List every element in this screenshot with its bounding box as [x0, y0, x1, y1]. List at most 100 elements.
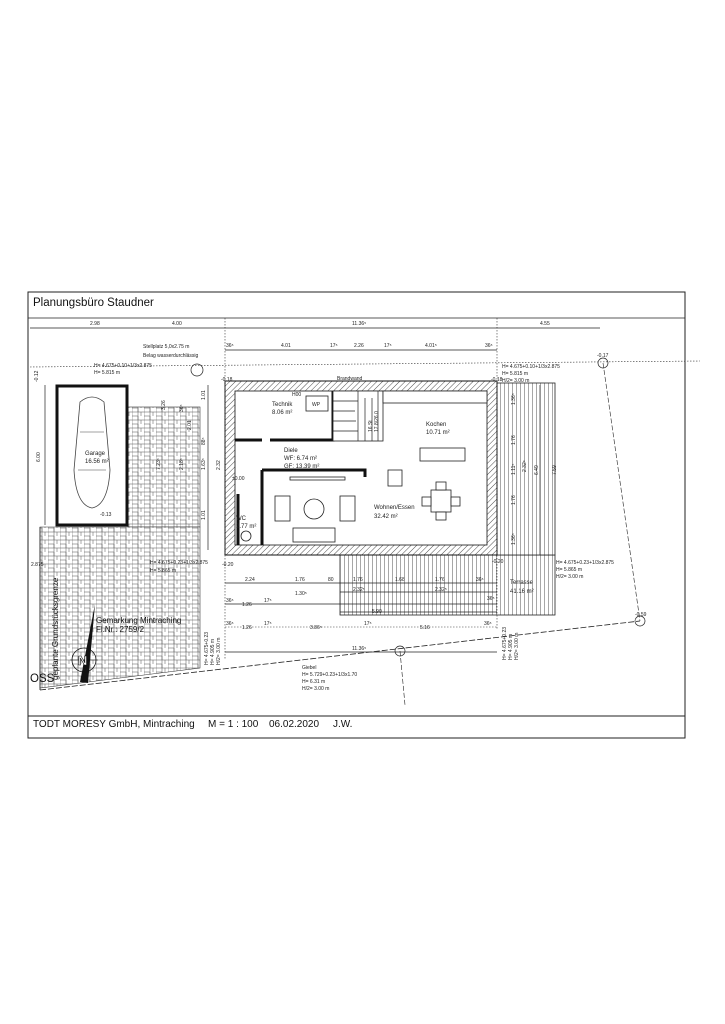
- svg-text:H/2= 3.00 m: H/2= 3.00 m: [556, 574, 583, 580]
- svg-text:H= 4.675+0.23+1/3x2.875: H= 4.675+0.23+1/3x2.875: [556, 560, 614, 566]
- svg-text:-0.20: -0.20: [222, 562, 234, 568]
- svg-text:6.00: 6.00: [36, 452, 42, 462]
- room-area: 41.16 m²: [510, 589, 534, 595]
- room-area: 10.71 m²: [426, 430, 450, 436]
- svg-text:1.76: 1.76: [295, 577, 305, 583]
- svg-text:5.90: 5.90: [372, 609, 382, 615]
- svg-text:17⁵: 17⁵: [364, 621, 372, 627]
- room-name: Terrasse: [510, 580, 534, 586]
- svg-text:TODT MORESY GmbH, Mintraching: TODT MORESY GmbH, Mintraching: [33, 719, 195, 730]
- svg-text:88⁵: 88⁵: [201, 437, 207, 445]
- survey-point-marker: [597, 357, 609, 369]
- svg-text:5.16: 5.16: [420, 625, 430, 631]
- svg-text:-0.13: -0.13: [100, 512, 112, 518]
- room-name: WC: [236, 516, 247, 522]
- svg-text:H/2= 3.00 m: H/2= 3.00 m: [514, 633, 520, 660]
- svg-text:1.76: 1.76: [353, 577, 363, 583]
- svg-text:1.63⁵: 1.63⁵: [201, 458, 207, 470]
- staircase: [332, 390, 384, 442]
- svg-text:-0.12: -0.12: [34, 370, 40, 382]
- svg-text:H/2= 3.00 m: H/2= 3.00 m: [216, 638, 222, 665]
- svg-text:OSS: OSS: [30, 673, 55, 685]
- svg-text:H= 4.675+0.23: H= 4.675+0.23: [204, 632, 210, 665]
- svg-text:36⁵: 36⁵: [226, 598, 234, 604]
- svg-text:1.76: 1.76: [435, 577, 445, 583]
- svg-text:17⁵: 17⁵: [330, 343, 338, 349]
- garage: [55, 384, 129, 527]
- svg-text:4.01⁵: 4.01⁵: [425, 343, 437, 349]
- svg-text:2.32⁵: 2.32⁵: [522, 460, 528, 472]
- svg-text:06.02.2020: 06.02.2020: [269, 719, 319, 730]
- sheet-title: Planungsbüro Staudner: [33, 297, 154, 309]
- svg-text:Brandwand: Brandwand: [337, 376, 363, 382]
- svg-text:4.00: 4.00: [172, 321, 182, 327]
- svg-text:3.26: 3.26: [161, 400, 167, 410]
- svg-text:-0.20: -0.20: [492, 559, 504, 565]
- room-area: 16.56 m²: [85, 459, 109, 465]
- svg-text:2.32⁵: 2.32⁵: [353, 587, 365, 593]
- svg-text:2.24: 2.24: [245, 577, 255, 583]
- svg-text:36⁵: 36⁵: [487, 596, 495, 602]
- svg-text:H= 4.905 m: H= 4.905 m: [210, 639, 216, 665]
- room-name: Technik: [272, 402, 293, 408]
- svg-text:H00: H00: [292, 392, 301, 398]
- svg-text:Stellplatz 5,0x2.75 m: Stellplatz 5,0x2.75 m: [143, 344, 189, 350]
- svg-text:36⁵: 36⁵: [179, 404, 185, 412]
- svg-text:±0.00: ±0.00: [232, 476, 245, 482]
- svg-text:2.98: 2.98: [90, 321, 100, 327]
- room-area: WF: 6.74 m²: [284, 456, 317, 462]
- room-labels: Technik 8.06 m² Kochen 10.71 m² Diele WF…: [85, 402, 534, 595]
- svg-text:80: 80: [328, 577, 334, 583]
- svg-text:2.875: 2.875: [31, 562, 44, 568]
- svg-text:Fl.Nr.: 2759/2: Fl.Nr.: 2759/2: [96, 625, 145, 634]
- property-lines: [29, 357, 701, 706]
- svg-text:H= 5.865 m: H= 5.865 m: [150, 568, 176, 574]
- svg-text:7.59: 7.59: [552, 465, 558, 475]
- svg-text:1.26: 1.26: [242, 602, 252, 608]
- svg-text:17⁵: 17⁵: [384, 343, 392, 349]
- dimension-lines: [30, 318, 600, 660]
- svg-text:17⁵: 17⁵: [264, 598, 272, 604]
- svg-text:4.55: 4.55: [540, 321, 550, 327]
- north-arrow-icon: N: [70, 604, 98, 683]
- svg-text:Belag wasserdurchlässig: Belag wasserdurchlässig: [143, 353, 199, 359]
- svg-text:H/2= 3.00 m: H/2= 3.00 m: [302, 686, 329, 692]
- svg-text:2.32: 2.32: [216, 460, 222, 470]
- svg-text:6.49: 6.49: [534, 465, 540, 475]
- svg-text:-0.17: -0.17: [597, 353, 609, 359]
- svg-text:1.30⁵: 1.30⁵: [295, 591, 307, 597]
- svg-text:11.36⁵: 11.36⁵: [352, 646, 366, 652]
- svg-text:1.68: 1.68: [395, 577, 405, 583]
- svg-text:1.11⁵: 1.11⁵: [511, 464, 517, 475]
- dimension-labels: 2.98 4.00 11.36⁵ 4.55 36⁵ 4.01 17⁵ 2.26 …: [36, 321, 558, 652]
- svg-text:-0.18: -0.18: [221, 377, 233, 383]
- survey-point-marker: [190, 363, 204, 377]
- svg-text:36⁵: 36⁵: [476, 577, 484, 583]
- svg-text:H= 5.729+0.23+1/3x1.70: H= 5.729+0.23+1/3x1.70: [302, 672, 357, 678]
- svg-text:1.76: 1.76: [511, 435, 517, 445]
- svg-text:36⁵: 36⁵: [226, 343, 234, 349]
- svg-text:H/2= 3.00 m: H/2= 3.00 m: [502, 378, 529, 384]
- svg-text:H= 6.31 m: H= 6.31 m: [302, 679, 325, 685]
- svg-text:3.86⁵: 3.86⁵: [310, 625, 322, 631]
- room-name: Wohnen/Essen: [374, 505, 415, 511]
- svg-text:17.8/26.0: 17.8/26.0: [374, 411, 380, 432]
- svg-text:H= 4.675+0.10+1/3x2.875: H= 4.675+0.10+1/3x2.875: [94, 363, 152, 369]
- svg-text:1.26: 1.26: [242, 625, 252, 631]
- room-area: 8.06 m²: [272, 410, 292, 416]
- svg-text:1.36⁵: 1.36⁵: [511, 533, 517, 545]
- survey-point-marker: [394, 645, 406, 657]
- car-icon: [73, 396, 111, 509]
- room-name: Kochen: [426, 422, 446, 428]
- svg-text:1.01: 1.01: [201, 510, 207, 520]
- svg-text:-0.18: -0.18: [491, 377, 503, 383]
- svg-text:Giebel: Giebel: [302, 665, 316, 671]
- svg-text:WP: WP: [312, 402, 321, 408]
- svg-text:M = 1 : 100: M = 1 : 100: [208, 719, 259, 730]
- svg-text:16 St: 16 St: [368, 420, 374, 432]
- svg-text:1.01: 1.01: [201, 390, 207, 400]
- svg-text:36⁵: 36⁵: [485, 343, 493, 349]
- svg-text:H= 4.675+0.23: H= 4.675+0.23: [502, 627, 508, 660]
- svg-text:H= 5.815 m: H= 5.815 m: [94, 370, 120, 376]
- room-area: 2.77 m²: [236, 524, 256, 530]
